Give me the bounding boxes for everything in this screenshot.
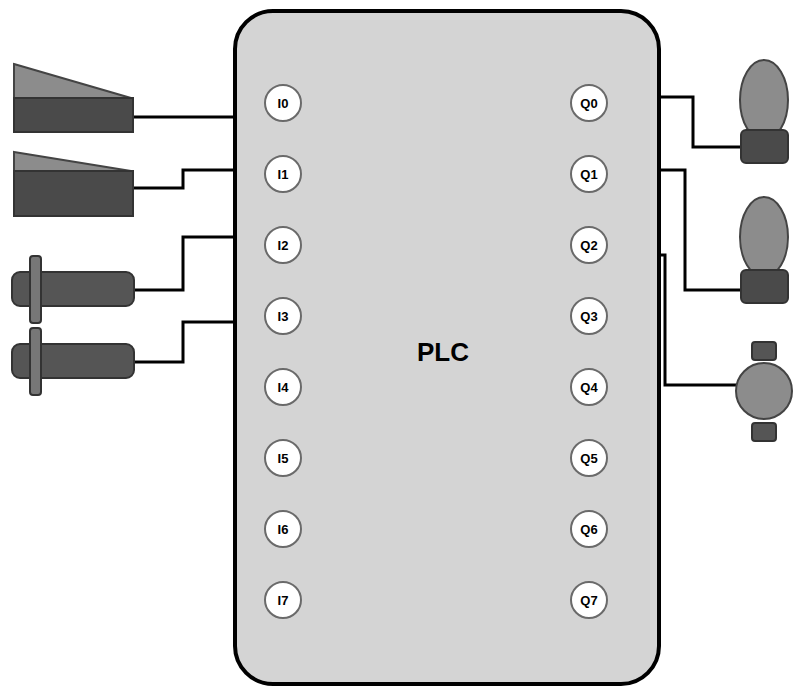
terminal-label: I5 [278, 451, 289, 466]
io-terminal: I2 [264, 226, 302, 264]
io-terminal: I1 [264, 155, 302, 193]
io-terminal: Q6 [570, 510, 608, 548]
terminal-label: Q4 [580, 380, 597, 395]
io-terminal: Q3 [570, 297, 608, 335]
proximity-sensor [12, 256, 134, 323]
io-terminal: I4 [264, 368, 302, 406]
terminal-label: Q3 [580, 309, 597, 324]
io-terminal: Q4 [570, 368, 608, 406]
terminal-label: I2 [278, 238, 289, 253]
terminal-label: Q0 [580, 96, 597, 111]
io-terminal: Q2 [570, 226, 608, 264]
io-terminal: Q7 [570, 581, 608, 619]
terminal-label: I3 [278, 309, 289, 324]
foot-switch [14, 152, 133, 216]
device-label: PLC [417, 337, 469, 368]
io-terminal: I3 [264, 297, 302, 335]
terminal-label: I4 [278, 380, 289, 395]
terminal-label: I6 [278, 522, 289, 537]
lamp [740, 197, 788, 303]
lamp [740, 60, 788, 163]
foot-switch [14, 64, 133, 132]
terminal-label: I1 [278, 167, 289, 182]
io-terminal: Q1 [570, 155, 608, 193]
terminal-label: Q2 [580, 238, 597, 253]
terminal-label: I0 [278, 96, 289, 111]
io-terminal: I6 [264, 510, 302, 548]
proximity-sensor [12, 328, 134, 395]
io-terminal: I7 [264, 581, 302, 619]
terminal-label: Q7 [580, 593, 597, 608]
io-terminal: Q0 [570, 84, 608, 122]
terminal-label: I7 [278, 593, 289, 608]
motor [736, 342, 792, 441]
terminal-label: Q1 [580, 167, 597, 182]
io-terminal: I5 [264, 439, 302, 477]
terminal-label: Q6 [580, 522, 597, 537]
plc-housing: PLC I0 Q0I1 Q1I2 Q2I3 Q3I4 Q4I5 Q5I6 Q6I7 Q7 [233, 9, 661, 686]
io-terminal: I0 [264, 84, 302, 122]
terminal-label: Q5 [580, 451, 597, 466]
io-terminal: Q5 [570, 439, 608, 477]
